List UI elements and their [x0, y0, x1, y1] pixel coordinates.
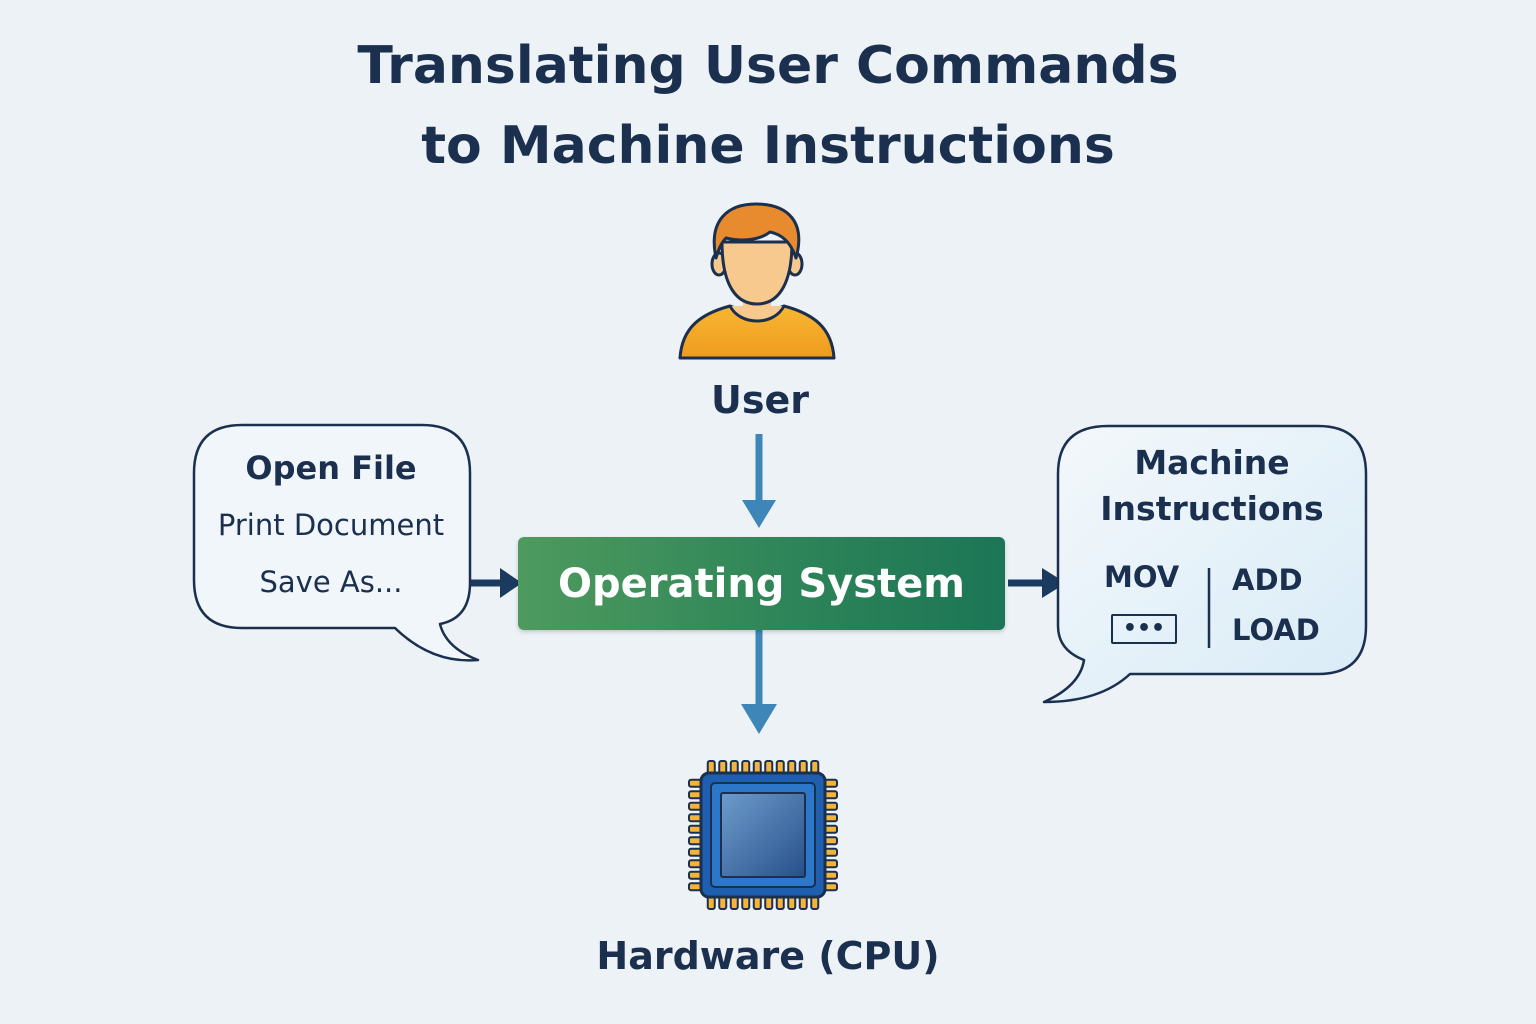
arrow-os-to-hardware [741, 630, 777, 734]
arrow-user-to-os [742, 434, 776, 528]
instruction-placeholder-box: ••• [1111, 614, 1177, 644]
user-label: User [711, 378, 809, 422]
command-save-as: Save As... [259, 565, 403, 599]
instruction-load: LOAD [1232, 613, 1320, 647]
diagram-title: Translating User Commands to Machine Ins… [0, 26, 1536, 186]
cpu-chip-icon [688, 760, 838, 910]
machine-instructions-title-line-2: Instructions [1100, 489, 1324, 528]
title-line-1: Translating User Commands [357, 36, 1179, 96]
operating-system-label: Operating System [558, 560, 965, 607]
machine-instructions-bubble [1042, 424, 1368, 704]
machine-instructions-title-line-1: Machine [1134, 443, 1290, 482]
user-commands-bubble [192, 423, 480, 662]
arrow-commands-to-os [470, 568, 522, 598]
instruction-add: ADD [1232, 563, 1303, 597]
instruction-mov: MOV [1104, 560, 1180, 594]
user-avatar-icon [678, 202, 836, 360]
user-commands-list: Open File Print Document Save As... [200, 440, 462, 611]
command-open-file: Open File [245, 449, 417, 487]
arrow-os-to-instructions [1008, 568, 1066, 598]
title-line-2: to Machine Instructions [421, 116, 1115, 176]
hardware-label: Hardware (CPU) [596, 934, 940, 978]
command-print-document: Print Document [217, 508, 445, 542]
machine-instructions-title: Machine Instructions [1066, 440, 1358, 532]
operating-system-box: Operating System [518, 537, 1005, 630]
